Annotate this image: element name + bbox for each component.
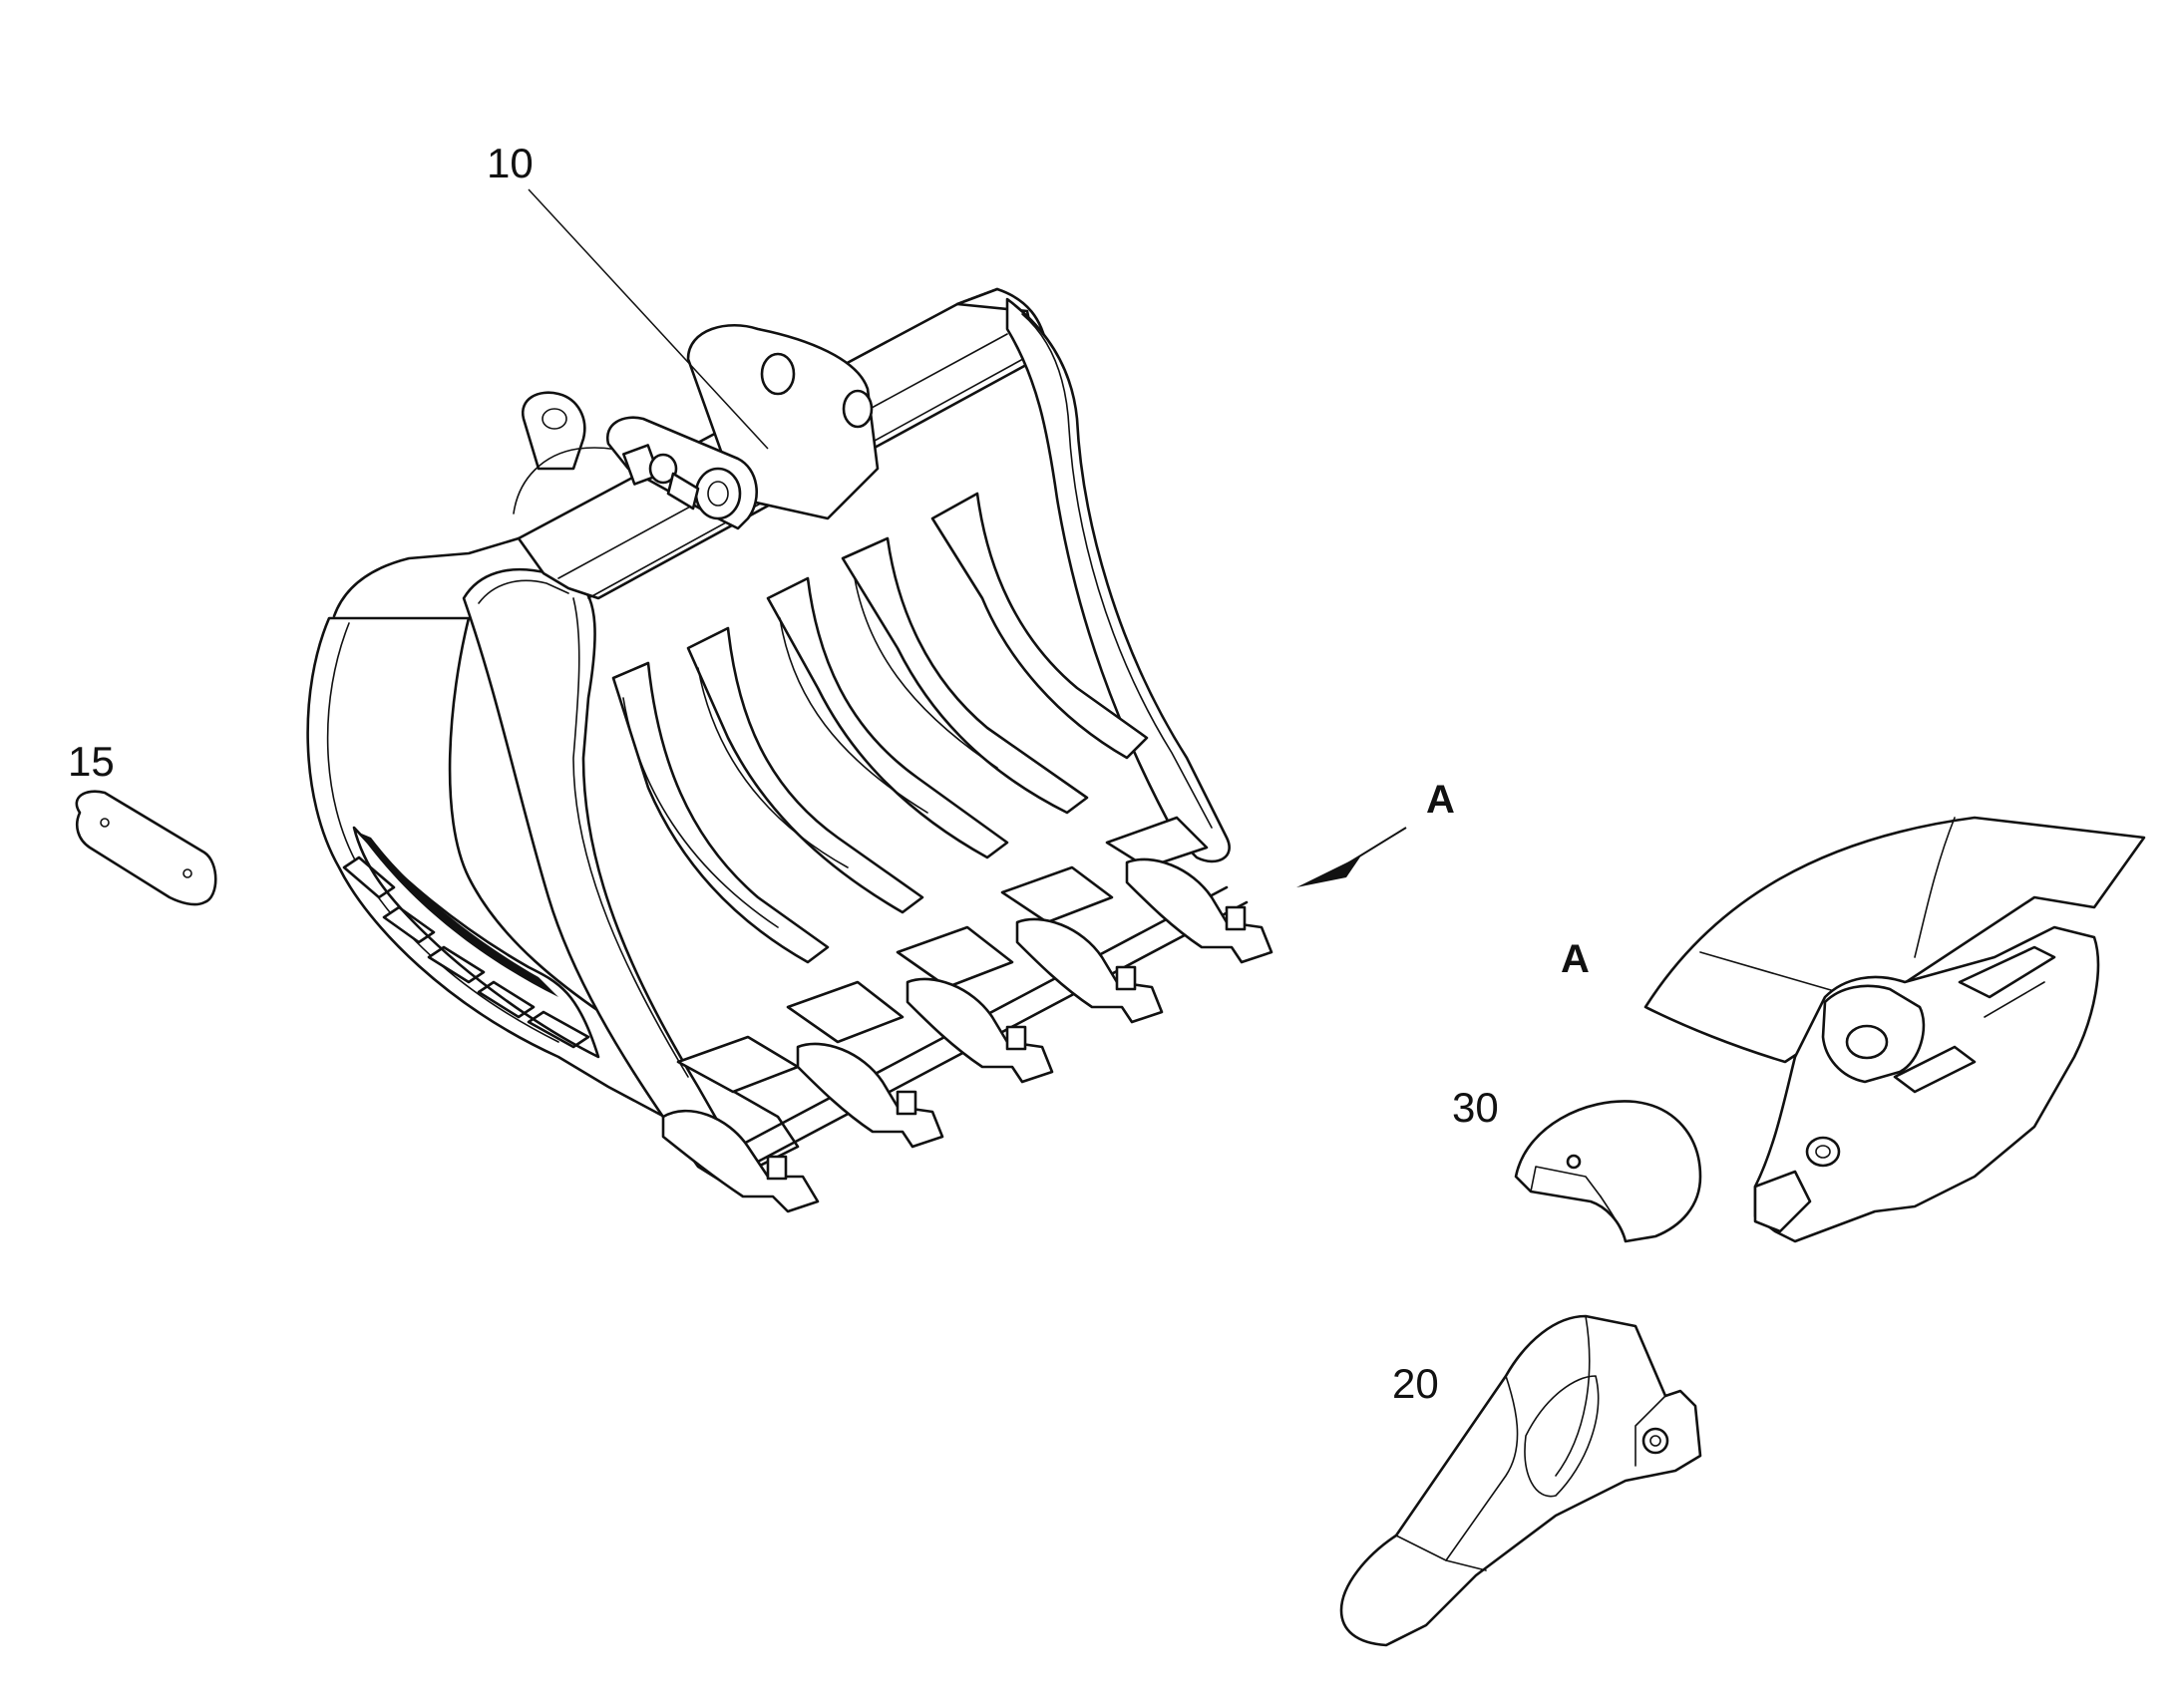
- part-label-30: 30: [1452, 1084, 1499, 1131]
- detail-view-label: A: [1561, 937, 1590, 981]
- tooth-adapter: [1125, 857, 1273, 964]
- tooth-adapter: [796, 1042, 944, 1149]
- part-label-20: 20: [1392, 1360, 1439, 1407]
- bucket-tooth-part: [1339, 1314, 1702, 1647]
- tooth-cap-part: [1514, 1100, 1702, 1243]
- plate-part: [75, 790, 217, 906]
- part-label-10: 10: [487, 140, 534, 186]
- tooth-adapter: [906, 977, 1054, 1084]
- view-arrow: [1296, 827, 1407, 887]
- adapter-detail-view: [1643, 816, 2146, 1243]
- part-label-15: 15: [68, 738, 115, 785]
- leader-line-10: [528, 188, 769, 450]
- view-label-a: A: [1426, 778, 1455, 822]
- tooth-adapter: [661, 1109, 820, 1213]
- excavator-bucket: [306, 287, 1273, 1213]
- tooth-adapter: [1015, 917, 1164, 1024]
